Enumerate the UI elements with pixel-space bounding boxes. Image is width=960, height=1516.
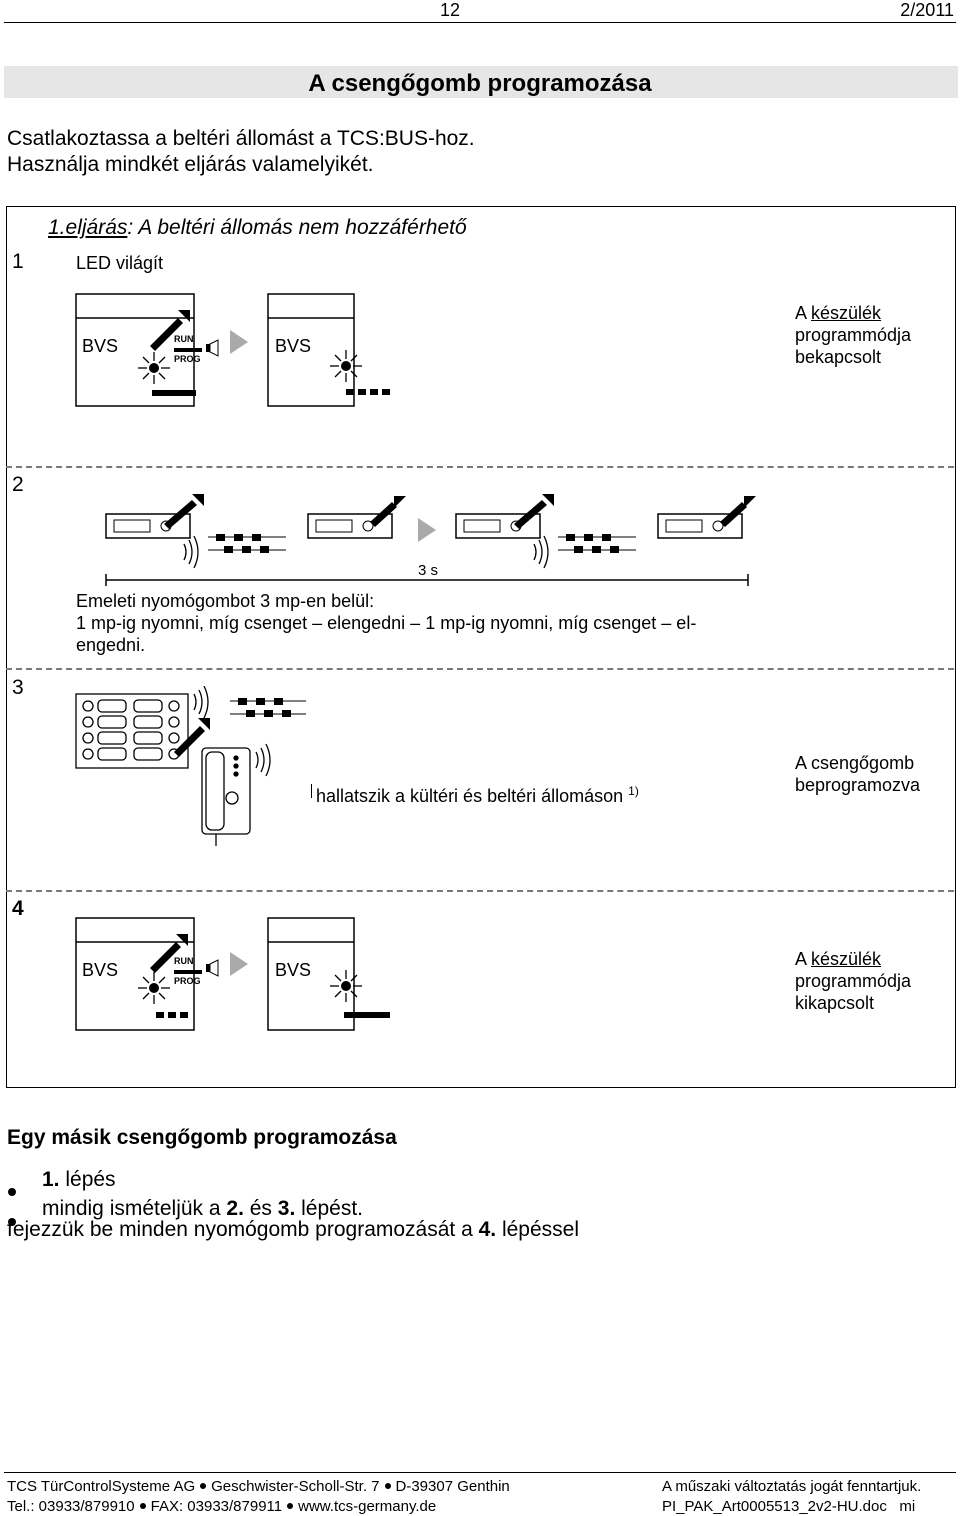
next-arrow-icon (230, 330, 248, 354)
footer-disclaimer: A műszaki változtatás jogát fenntartjuk. (662, 1478, 922, 1495)
led-blink-pattern (346, 389, 390, 395)
step-4-note: A készülék programmódja kikapcsolt (795, 949, 912, 1013)
intro-line-2: Használja mindkét eljárás valamelyikét. (7, 153, 374, 176)
ring-pattern-3 (230, 698, 306, 717)
final-instruction: fejezzük be minden nyomógomb programozás… (7, 1218, 579, 1241)
bvs-label-3: BVS (82, 960, 118, 980)
procedure-rest: A beltéri állomás nem hozzáférhető (133, 216, 467, 239)
sound-wave-icon-2 (533, 535, 549, 569)
bvs-device-2: BVS (267, 293, 390, 407)
step-1-text: LED világít (76, 253, 164, 273)
indoor-phone-icon (201, 747, 251, 846)
intro-text: Csatlakoztassa a beltéri állomást a TCS:… (7, 126, 475, 178)
page-number: 12 (440, 0, 461, 20)
footnote-ref: 1) (628, 784, 639, 798)
speaker-icon-2 (206, 959, 219, 977)
call-button-panel-2 (307, 496, 406, 539)
header-rule (4, 22, 956, 23)
procedure-number: 1. (48, 216, 66, 239)
timeline (105, 574, 749, 586)
text-cursor-mark (311, 784, 312, 798)
step-1-number: 1 (12, 250, 24, 273)
timeline-label: 3 s (418, 562, 438, 579)
step-separator-1 (6, 466, 954, 468)
step-2-text: Emeleti nyomógombot 3 mp-en belül: 1 mp-… (76, 591, 697, 655)
bullet-item-1: 1. lépés (42, 1168, 116, 1191)
prog-label: PROG (174, 354, 201, 364)
bvs-label-4: BVS (275, 960, 311, 980)
footer-website: www.tcs-germany.de (298, 1498, 437, 1515)
run-label: RUN (174, 334, 194, 344)
procedure-title: 1.eljárás: A beltéri állomás nem hozzáfé… (48, 216, 467, 240)
procedure-box (6, 206, 956, 1088)
document-date: 2/2011 (900, 0, 954, 20)
led-blink-pattern-2 (156, 1012, 188, 1018)
step-1-illustration: BVS RUN PROG BVS (75, 293, 390, 407)
step-3-illustration (75, 686, 306, 846)
step-2-illustration: 3 s (105, 494, 756, 586)
speaker-icon (206, 339, 219, 357)
sound-wave-icon (183, 535, 199, 569)
step-3-number: 3 (12, 676, 24, 699)
footer-rule (4, 1472, 956, 1473)
bvs-label-1: BVS (82, 336, 118, 356)
call-button-panel-3 (455, 494, 554, 539)
call-button-panel-4 (657, 496, 756, 539)
outdoor-station-icon (75, 693, 189, 769)
bvs-label-2: BVS (275, 336, 311, 356)
step-3-note: A csengőgomb beprogramozva (795, 753, 921, 795)
press-arrow-icon-4 (150, 942, 181, 973)
ring-pattern-1 (208, 534, 286, 553)
ring-pattern-2 (558, 534, 636, 553)
intro-line-1: Csatlakoztassa a beltéri állomást a TCS:… (7, 127, 475, 150)
step-separator-2 (6, 668, 954, 670)
press-arrow-icon-3 (174, 726, 205, 757)
bullet-item-2: mindig ismételjük a 2. és 3. lépést. (42, 1197, 364, 1220)
bullet-icon-1 (8, 1178, 16, 1202)
led-on-bar (152, 390, 196, 396)
step-4-number: 4 (12, 897, 24, 920)
step-4-illustration: BVS RUN PROG BVS (75, 917, 390, 1031)
next-arrow-icon-3 (230, 952, 248, 976)
step-separator-3 (6, 890, 954, 892)
step-3-text: hallatszik a kültéri és beltéri állomáso… (316, 784, 639, 806)
prog-label-2: PROG (174, 976, 201, 986)
sound-wave-icon-3 (193, 686, 209, 719)
procedure-sep: : (127, 216, 134, 239)
sound-wave-icon-4 (255, 743, 271, 777)
led-burst-icon (138, 352, 170, 384)
bvs-device-4: BVS (267, 917, 390, 1031)
run-label-2: RUN (174, 956, 194, 966)
title-bar (4, 66, 958, 98)
call-button-panel-1 (105, 494, 204, 539)
section-2-title: Egy másik csengőgomb programozása (7, 1126, 397, 1149)
bvs-device-1: BVS RUN PROG (75, 293, 219, 407)
bullet-icon-2 (8, 1208, 16, 1232)
procedure-label: eljárás (65, 216, 128, 239)
led-on-bar-2 (344, 1012, 390, 1018)
next-arrow-icon-2 (418, 518, 436, 542)
step-1-note: A készülék programmódja bekapcsolt (795, 303, 912, 367)
page-title: A csengőgomb programozása (308, 70, 652, 97)
press-arrow-icon (150, 318, 183, 351)
bvs-device-3: BVS RUN PROG (75, 917, 219, 1031)
step-2-number: 2 (12, 473, 24, 496)
footer-docname: PI_PAK_Art0005513_2v2-HU.doc mi (662, 1498, 916, 1515)
